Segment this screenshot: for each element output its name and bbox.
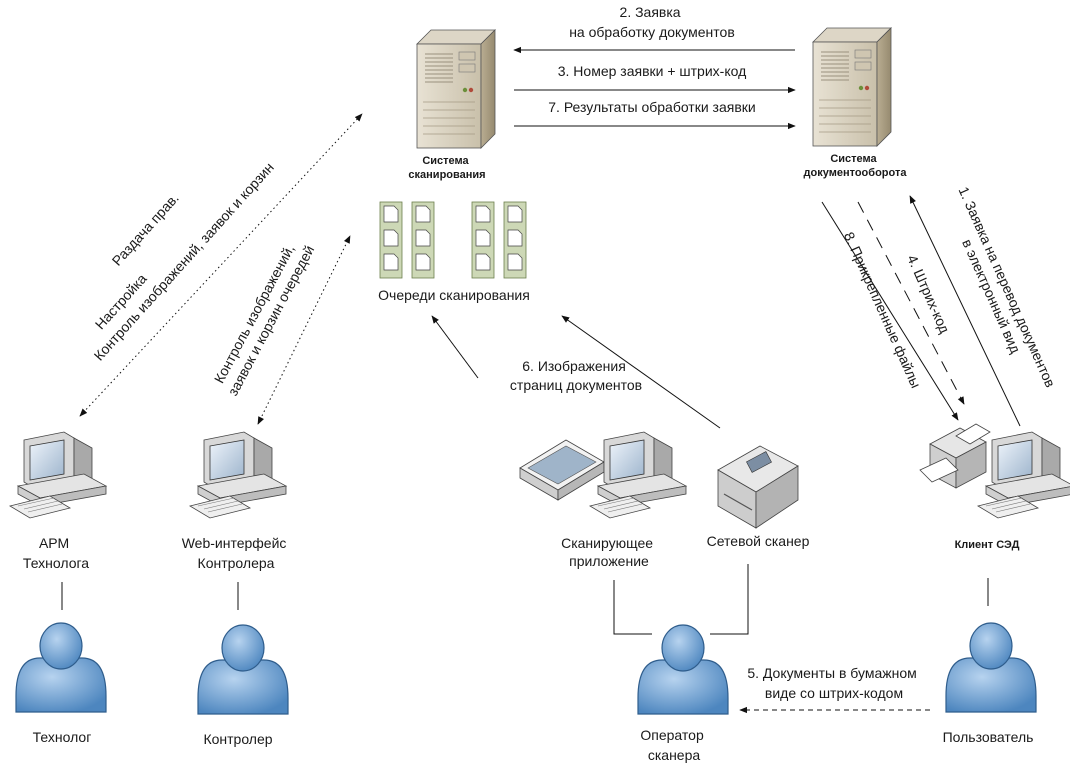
- scan-app-label-line1: Сканирующее: [561, 535, 653, 551]
- flow-paper-label: 5. Документы в бумажном виде со штрих-ко…: [747, 665, 920, 701]
- network-scanner: [717, 445, 799, 529]
- flow-paper-line1: 5. Документы в бумажном: [747, 665, 916, 681]
- user-label: Пользователь: [943, 729, 1034, 745]
- operator-label-line2: сканера: [648, 747, 701, 763]
- flow-paper-line2: виде со штрих-кодом: [765, 685, 903, 701]
- queues-label: Очереди сканирования: [378, 287, 530, 303]
- flow-request-line1: 2. Заявка: [620, 4, 681, 20]
- flow-request-label: 2. Заявка на обработку документов: [569, 4, 735, 40]
- operator-label-line1: Оператор: [640, 727, 704, 743]
- scan-app-label: Сканирующее приложение: [561, 535, 657, 569]
- tech-link-line: [79, 113, 363, 417]
- controller-person-icon: [197, 624, 289, 715]
- technologist-label: Технолог: [33, 729, 92, 745]
- web-label-line1: Web-интерфейс: [182, 535, 287, 551]
- ctrl-link-label: Контроль изображений, заявок и корзин оч…: [209, 234, 318, 398]
- flow-attached-label: 8. Прикрепленные файлы: [841, 230, 924, 391]
- arm-workstation: [9, 431, 107, 519]
- client-workstation: [919, 423, 1070, 519]
- flow-number-label: 3. Номер заявки + штрих-код: [558, 63, 747, 79]
- arrow-images-network: [561, 315, 721, 429]
- doc-system-label-line2: документооборота: [804, 167, 908, 179]
- arrow-images-app: [431, 315, 479, 379]
- scan-system-label: Система сканирования: [408, 155, 485, 181]
- printer-icon: [919, 423, 991, 489]
- flow-results-label: 7. Результаты обработки заявки: [548, 99, 755, 115]
- operator-label: Оператор сканера: [640, 727, 707, 763]
- flow-images-label: 6. Изображения страниц документов: [510, 358, 642, 393]
- arm-label-line2: Технолога: [23, 555, 89, 571]
- scan-system-label-line1: Система: [422, 155, 469, 167]
- arrow-attached: [821, 201, 959, 421]
- arm-label: АРМ Технолога: [23, 535, 89, 571]
- flow-conversion-label: 1. Заявка на перевод документов в электр…: [939, 184, 1060, 400]
- flow-request-line2: на обработку документов: [569, 24, 735, 40]
- client-label: Клиент СЭД: [955, 539, 1020, 551]
- flow-conversion-line1: 1. Заявка на перевод документов: [955, 184, 1058, 389]
- scan-queues: [379, 201, 527, 279]
- scan-app-label-line2: приложение: [569, 553, 649, 569]
- flow-barcode-label: 4. Штрих-код: [904, 252, 953, 335]
- flatbed-scanner-icon: [519, 439, 605, 501]
- doc-system-label-line1: Система: [830, 153, 877, 165]
- technologist-person-icon: [15, 622, 107, 713]
- flow-images-line1: 6. Изображения: [522, 358, 626, 374]
- doc-system-label: Система документооборота: [804, 153, 908, 179]
- tech-link-line1: Раздача прав.: [109, 190, 182, 269]
- arm-label-line1: АРМ: [39, 535, 69, 551]
- web-label-line2: Контролера: [198, 555, 275, 571]
- ctrl-link-line: [257, 235, 351, 425]
- net-scanner-label: Сетевой сканер: [707, 533, 810, 549]
- operator-person-icon: [637, 624, 729, 715]
- scan-system-server: [416, 29, 496, 149]
- web-workstation: [189, 431, 287, 519]
- controller-label: Контролер: [203, 731, 272, 747]
- user-person-icon: [945, 622, 1037, 713]
- arrow-barcode: [857, 201, 965, 405]
- doc-system-server: [812, 27, 892, 147]
- actor-connectors: [61, 564, 989, 635]
- scan-app-workstation: [519, 431, 687, 519]
- scan-system-label-line2: сканирования: [408, 169, 485, 181]
- web-label: Web-интерфейс Контролера: [182, 535, 291, 571]
- arrow-conversion: [909, 195, 1021, 427]
- flow-images-line2: страниц документов: [510, 377, 642, 393]
